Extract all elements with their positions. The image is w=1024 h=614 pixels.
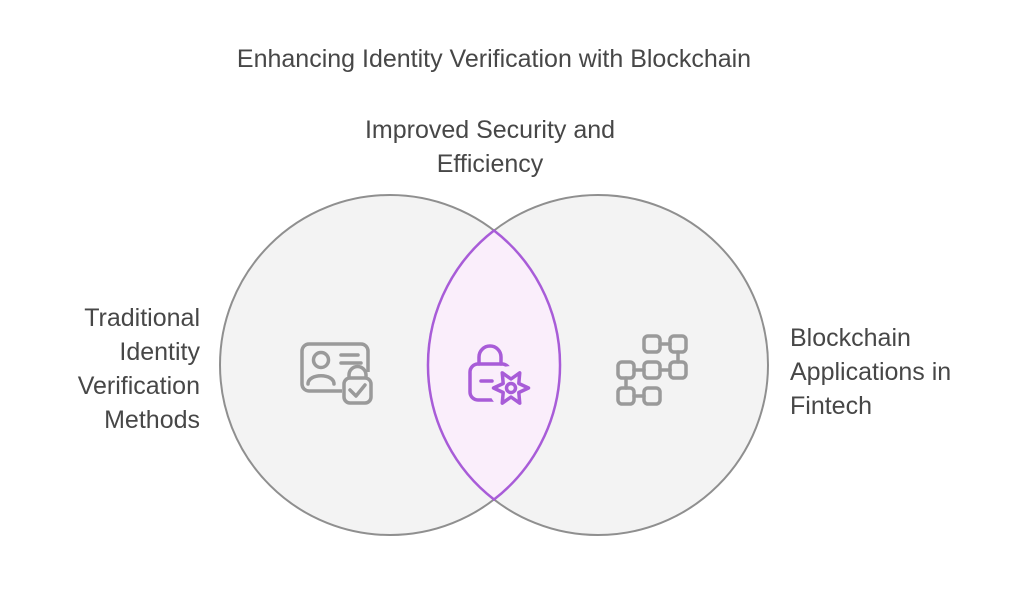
left-set-label-line-4: Methods xyxy=(104,406,200,434)
right-set-label-line-2: Applications in xyxy=(790,358,952,386)
check-mark xyxy=(348,383,367,398)
intersection-label-line-2: Efficiency xyxy=(436,150,544,178)
id-card-outline xyxy=(300,342,370,393)
lock-gear-icon xyxy=(468,344,533,410)
id-card-verification-icon xyxy=(300,342,378,410)
right-set-label-line-3: Fintech xyxy=(790,392,872,420)
right-set-label: Blockchain Applications in Fintech xyxy=(790,321,1010,423)
lock-body xyxy=(342,376,373,405)
lock-shackle xyxy=(347,364,368,380)
left-set-label-line-3: Verification xyxy=(77,372,200,400)
intersection-label-line-1: Improved Security and xyxy=(364,116,616,144)
intersection-label: Improved Security and Efficiency xyxy=(0,113,980,181)
diagram-title: Enhancing Identity Verification with Blo… xyxy=(236,45,752,73)
person-shoulders xyxy=(306,374,336,386)
blockchain-nodes-icon xyxy=(616,334,688,406)
left-set-label-line-1: Traditional xyxy=(84,304,200,332)
gear-teeth xyxy=(491,371,531,405)
gear-hole xyxy=(504,381,518,395)
left-set-label-line-2: Identity xyxy=(119,338,200,366)
left-set-label: Traditional Identity Verification Method… xyxy=(0,301,200,437)
lock-shackle xyxy=(477,344,503,366)
right-set-label-line-1: Blockchain xyxy=(790,324,911,352)
person-head xyxy=(311,350,331,370)
